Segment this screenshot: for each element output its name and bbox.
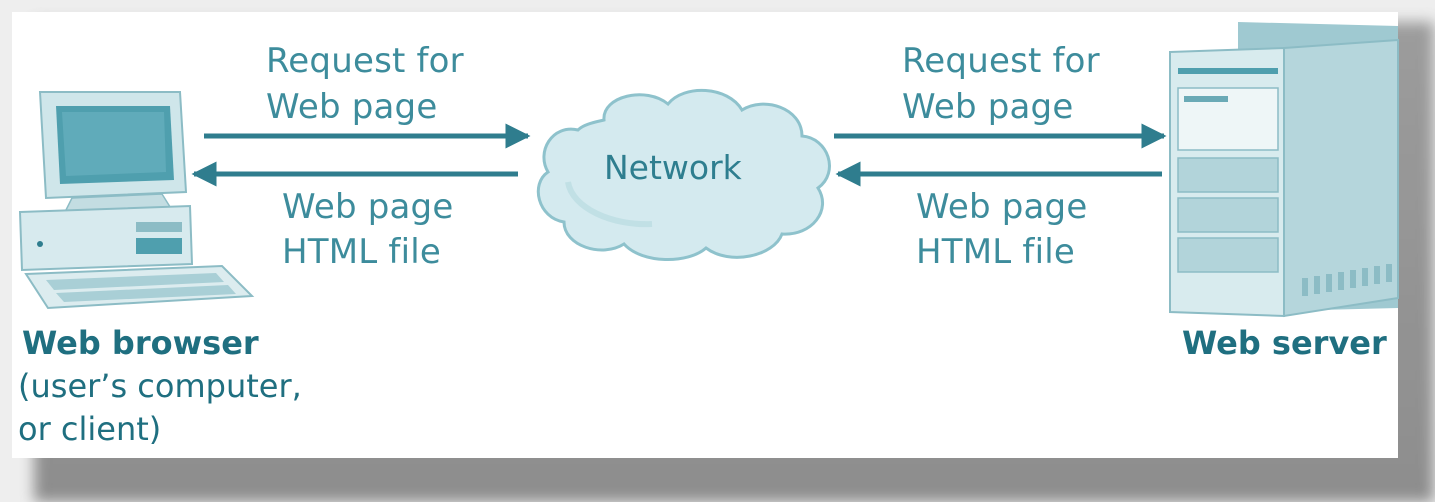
left-response-label-line2: HTML file — [282, 232, 442, 272]
right-response-label-line1: Web page — [916, 187, 1088, 227]
server-title: Web server — [1182, 324, 1387, 362]
right-response-label-line2: HTML file — [916, 232, 1076, 272]
diagram-panel: Request for Web page Web page HTML file … — [12, 12, 1399, 458]
client-subtitle-line1: (user’s computer, — [18, 367, 302, 405]
left-response-label-line1: Web page — [282, 187, 454, 227]
network-label: Network — [604, 148, 742, 187]
client-computer-icon — [18, 91, 255, 310]
left-request-label-line2: Web page — [266, 87, 438, 127]
client-title: Web browser — [22, 324, 259, 362]
right-request-label-line1: Request for — [902, 41, 1100, 81]
network-cloud-icon — [536, 89, 831, 261]
right-request-label-line2: Web page — [902, 87, 1074, 127]
client-subtitle-line2: or client) — [18, 410, 162, 448]
web-server-icon — [1169, 22, 1399, 318]
left-request-label-line1: Request for — [266, 41, 464, 81]
diagram-graphics — [18, 22, 1399, 318]
